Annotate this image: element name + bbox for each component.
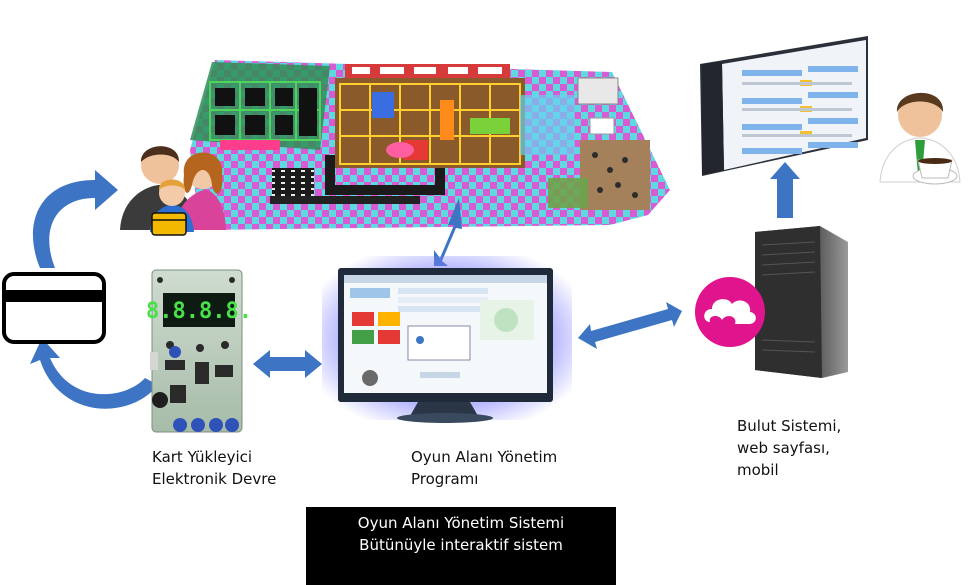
arrow-circuit-program xyxy=(253,350,322,378)
card-loader-label: Kart Yükleyici Elektronik Devre xyxy=(152,446,276,490)
server-tower-image xyxy=(755,226,848,378)
card-loader-label-line2: Elektronik Devre xyxy=(152,470,277,488)
program-label-line2: Programı xyxy=(411,470,479,488)
arrow-server-web xyxy=(770,162,800,218)
program-label-line1: Oyun Alanı Yönetim xyxy=(411,448,558,466)
caption-line2: Bütünüyle interaktif sistem xyxy=(359,536,563,554)
businessman-icon xyxy=(879,92,961,185)
caption-line1: Oyun Alanı Yönetim Sistemi xyxy=(357,514,565,532)
family-icon xyxy=(120,146,226,236)
card-icon xyxy=(2,272,106,344)
web-dashboard-image xyxy=(700,36,868,176)
arrow-playground-program xyxy=(434,198,462,266)
caption-box: Oyun Alanı Yönetim Sistemi Bütünüyle int… xyxy=(306,507,616,585)
cloud-label: Bulut Sistemi, web sayfası, mobil xyxy=(737,415,841,481)
monitor-image xyxy=(322,256,572,423)
arrow-card-to-family xyxy=(32,170,119,268)
circuit-board-image: 8.8.8.8. xyxy=(146,269,252,433)
cloud-label-line2: web sayfası, xyxy=(737,439,830,457)
cloud-icon xyxy=(695,277,765,347)
arrow-circuit-to-card xyxy=(30,338,158,409)
playground-illustration xyxy=(190,60,670,230)
cloud-label-line3: mobil xyxy=(737,461,779,479)
program-label: Oyun Alanı Yönetim Programı xyxy=(411,446,557,490)
card-loader-label-line1: Kart Yükleyici xyxy=(152,448,253,466)
seven-segment-display: 8.8.8.8. xyxy=(146,299,252,324)
arrow-program-cloud xyxy=(578,302,682,349)
cloud-label-line1: Bulut Sistemi, xyxy=(737,417,842,435)
